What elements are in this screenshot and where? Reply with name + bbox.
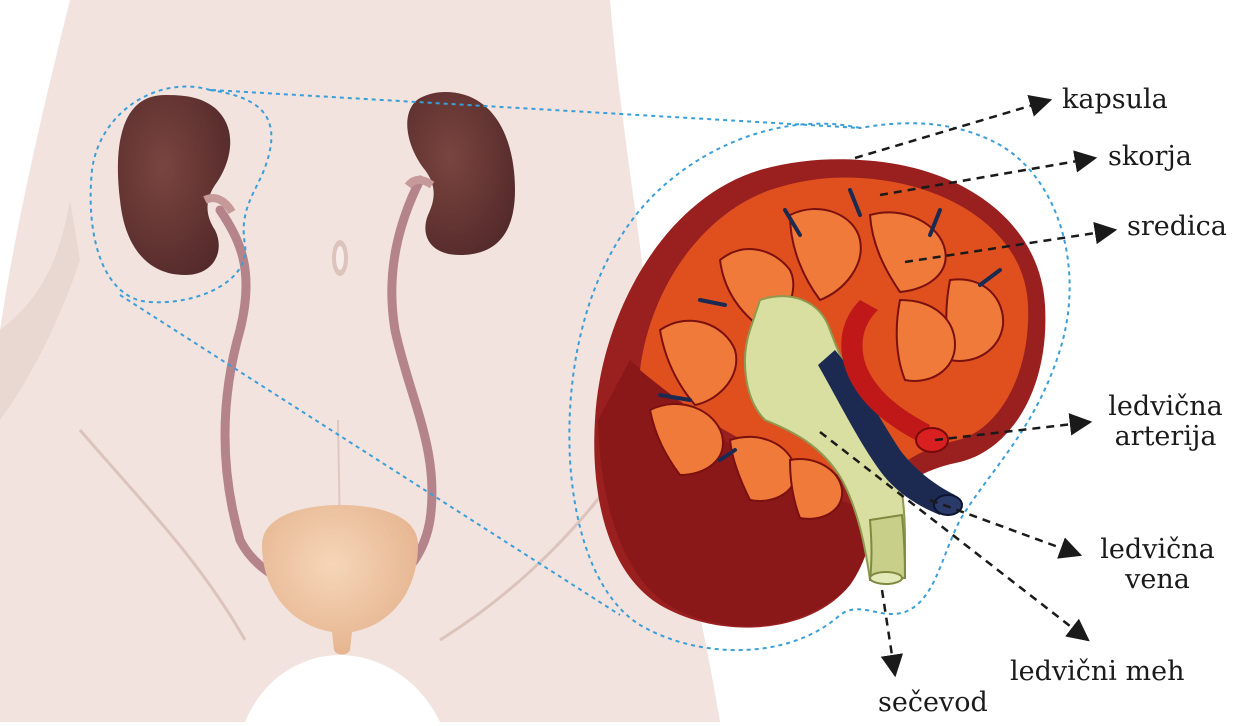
label-vena-line1: ledvična bbox=[1090, 535, 1225, 565]
label-vena-line2: vena bbox=[1090, 565, 1225, 595]
label-kapsula: kapsula bbox=[1062, 85, 1168, 115]
arrow-kapsula bbox=[855, 100, 1050, 158]
ureter-opening bbox=[870, 572, 902, 584]
label-secevod: sečevod bbox=[878, 688, 988, 718]
label-skorja: skorja bbox=[1108, 142, 1192, 172]
renal-artery-opening bbox=[916, 428, 948, 452]
arrow-secevod bbox=[882, 590, 895, 675]
kidney-cross-section bbox=[594, 159, 1045, 627]
label-arterija-line2: arterija bbox=[1098, 422, 1233, 452]
left-kidney-small bbox=[118, 95, 232, 275]
label-sredica: sredica bbox=[1127, 212, 1227, 242]
label-ledvicni-meh: ledvični meh bbox=[1010, 657, 1185, 687]
label-arterija-line1: ledvična bbox=[1098, 392, 1233, 422]
ureter-large bbox=[870, 515, 905, 580]
label-ledvicna-arterija: ledvična arterija bbox=[1098, 392, 1233, 452]
navel-highlight bbox=[336, 246, 344, 270]
label-ledvicna-vena: ledvična vena bbox=[1090, 535, 1225, 595]
renal-vein-opening bbox=[934, 495, 962, 515]
